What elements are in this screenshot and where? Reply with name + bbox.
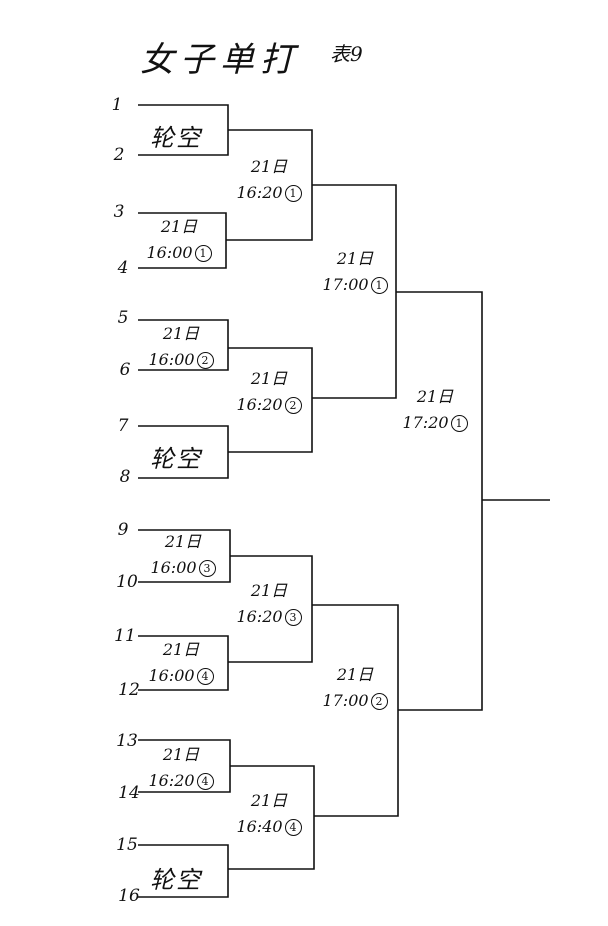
slot-number: 1 bbox=[111, 95, 123, 115]
match-day: 21日 bbox=[250, 581, 288, 600]
court-number: 1 bbox=[284, 185, 302, 202]
slot-number: 13 bbox=[116, 731, 138, 751]
match-time: 17:00 bbox=[322, 275, 369, 294]
line-slot-5-6 bbox=[138, 319, 229, 371]
match-time: 16:20 bbox=[236, 607, 283, 626]
court-number: 1 bbox=[450, 415, 468, 432]
match-time: 16:40 bbox=[236, 817, 283, 836]
court-number: 2 bbox=[196, 352, 214, 369]
match-day: 21日 bbox=[162, 745, 200, 764]
match-day: 21日 bbox=[250, 369, 288, 388]
slot-number: 5 bbox=[117, 308, 129, 328]
court-number: 4 bbox=[196, 773, 214, 790]
match-time: 16:20 bbox=[236, 183, 283, 202]
bye-label: 轮空 bbox=[150, 866, 202, 894]
slot-number: 16 bbox=[118, 886, 140, 906]
sheet-label: 表9 bbox=[330, 42, 363, 66]
court-number: 4 bbox=[284, 819, 302, 836]
page-title: 女子单打 bbox=[140, 40, 300, 80]
match-time: 16:00 bbox=[148, 666, 195, 685]
slot-number: 2 bbox=[113, 145, 125, 165]
line-r2-c bbox=[228, 555, 313, 663]
line-slot-11-12 bbox=[138, 635, 229, 691]
line-r2-b bbox=[228, 347, 313, 453]
match-day: 21日 bbox=[336, 249, 374, 268]
match-day: 21日 bbox=[164, 532, 202, 551]
court-number: 1 bbox=[194, 245, 212, 262]
court-number: 4 bbox=[196, 668, 214, 685]
slot-number: 10 bbox=[116, 572, 138, 592]
slot-number: 11 bbox=[114, 626, 136, 646]
match-time: 16:00 bbox=[146, 243, 193, 262]
court-number: 2 bbox=[284, 397, 302, 414]
slot-number: 7 bbox=[117, 416, 129, 436]
slot-number: 14 bbox=[118, 783, 140, 803]
match-time: 16:00 bbox=[148, 350, 195, 369]
court-number: 3 bbox=[284, 609, 302, 626]
line-slot-15-16 bbox=[138, 844, 229, 898]
match-time: 17:00 bbox=[322, 691, 369, 710]
match-time: 16:00 bbox=[150, 558, 197, 577]
court-number: 1 bbox=[370, 277, 388, 294]
match-time: 16:20 bbox=[236, 395, 283, 414]
slot-number: 6 bbox=[119, 360, 131, 380]
match-day: 21日 bbox=[416, 387, 454, 406]
slot-number: 12 bbox=[118, 680, 140, 700]
line-r2-d bbox=[228, 765, 315, 870]
match-day: 21日 bbox=[336, 665, 374, 684]
court-number: 3 bbox=[198, 560, 216, 577]
court-number: 2 bbox=[370, 693, 388, 710]
match-day: 21日 bbox=[162, 324, 200, 343]
slot-number: 4 bbox=[117, 258, 129, 278]
match-time: 17:20 bbox=[402, 413, 449, 432]
line-final bbox=[396, 291, 483, 711]
match-day: 21日 bbox=[250, 791, 288, 810]
match-day: 21日 bbox=[250, 157, 288, 176]
match-day: 21日 bbox=[160, 217, 198, 236]
slot-number: 3 bbox=[113, 202, 125, 222]
bye-label: 轮空 bbox=[150, 445, 202, 473]
slot-number: 9 bbox=[117, 520, 129, 540]
match-time: 16:20 bbox=[148, 771, 195, 790]
slot-number: 8 bbox=[119, 467, 131, 487]
slot-number: 15 bbox=[116, 835, 138, 855]
bye-label: 轮空 bbox=[150, 124, 202, 152]
match-day: 21日 bbox=[162, 640, 200, 659]
